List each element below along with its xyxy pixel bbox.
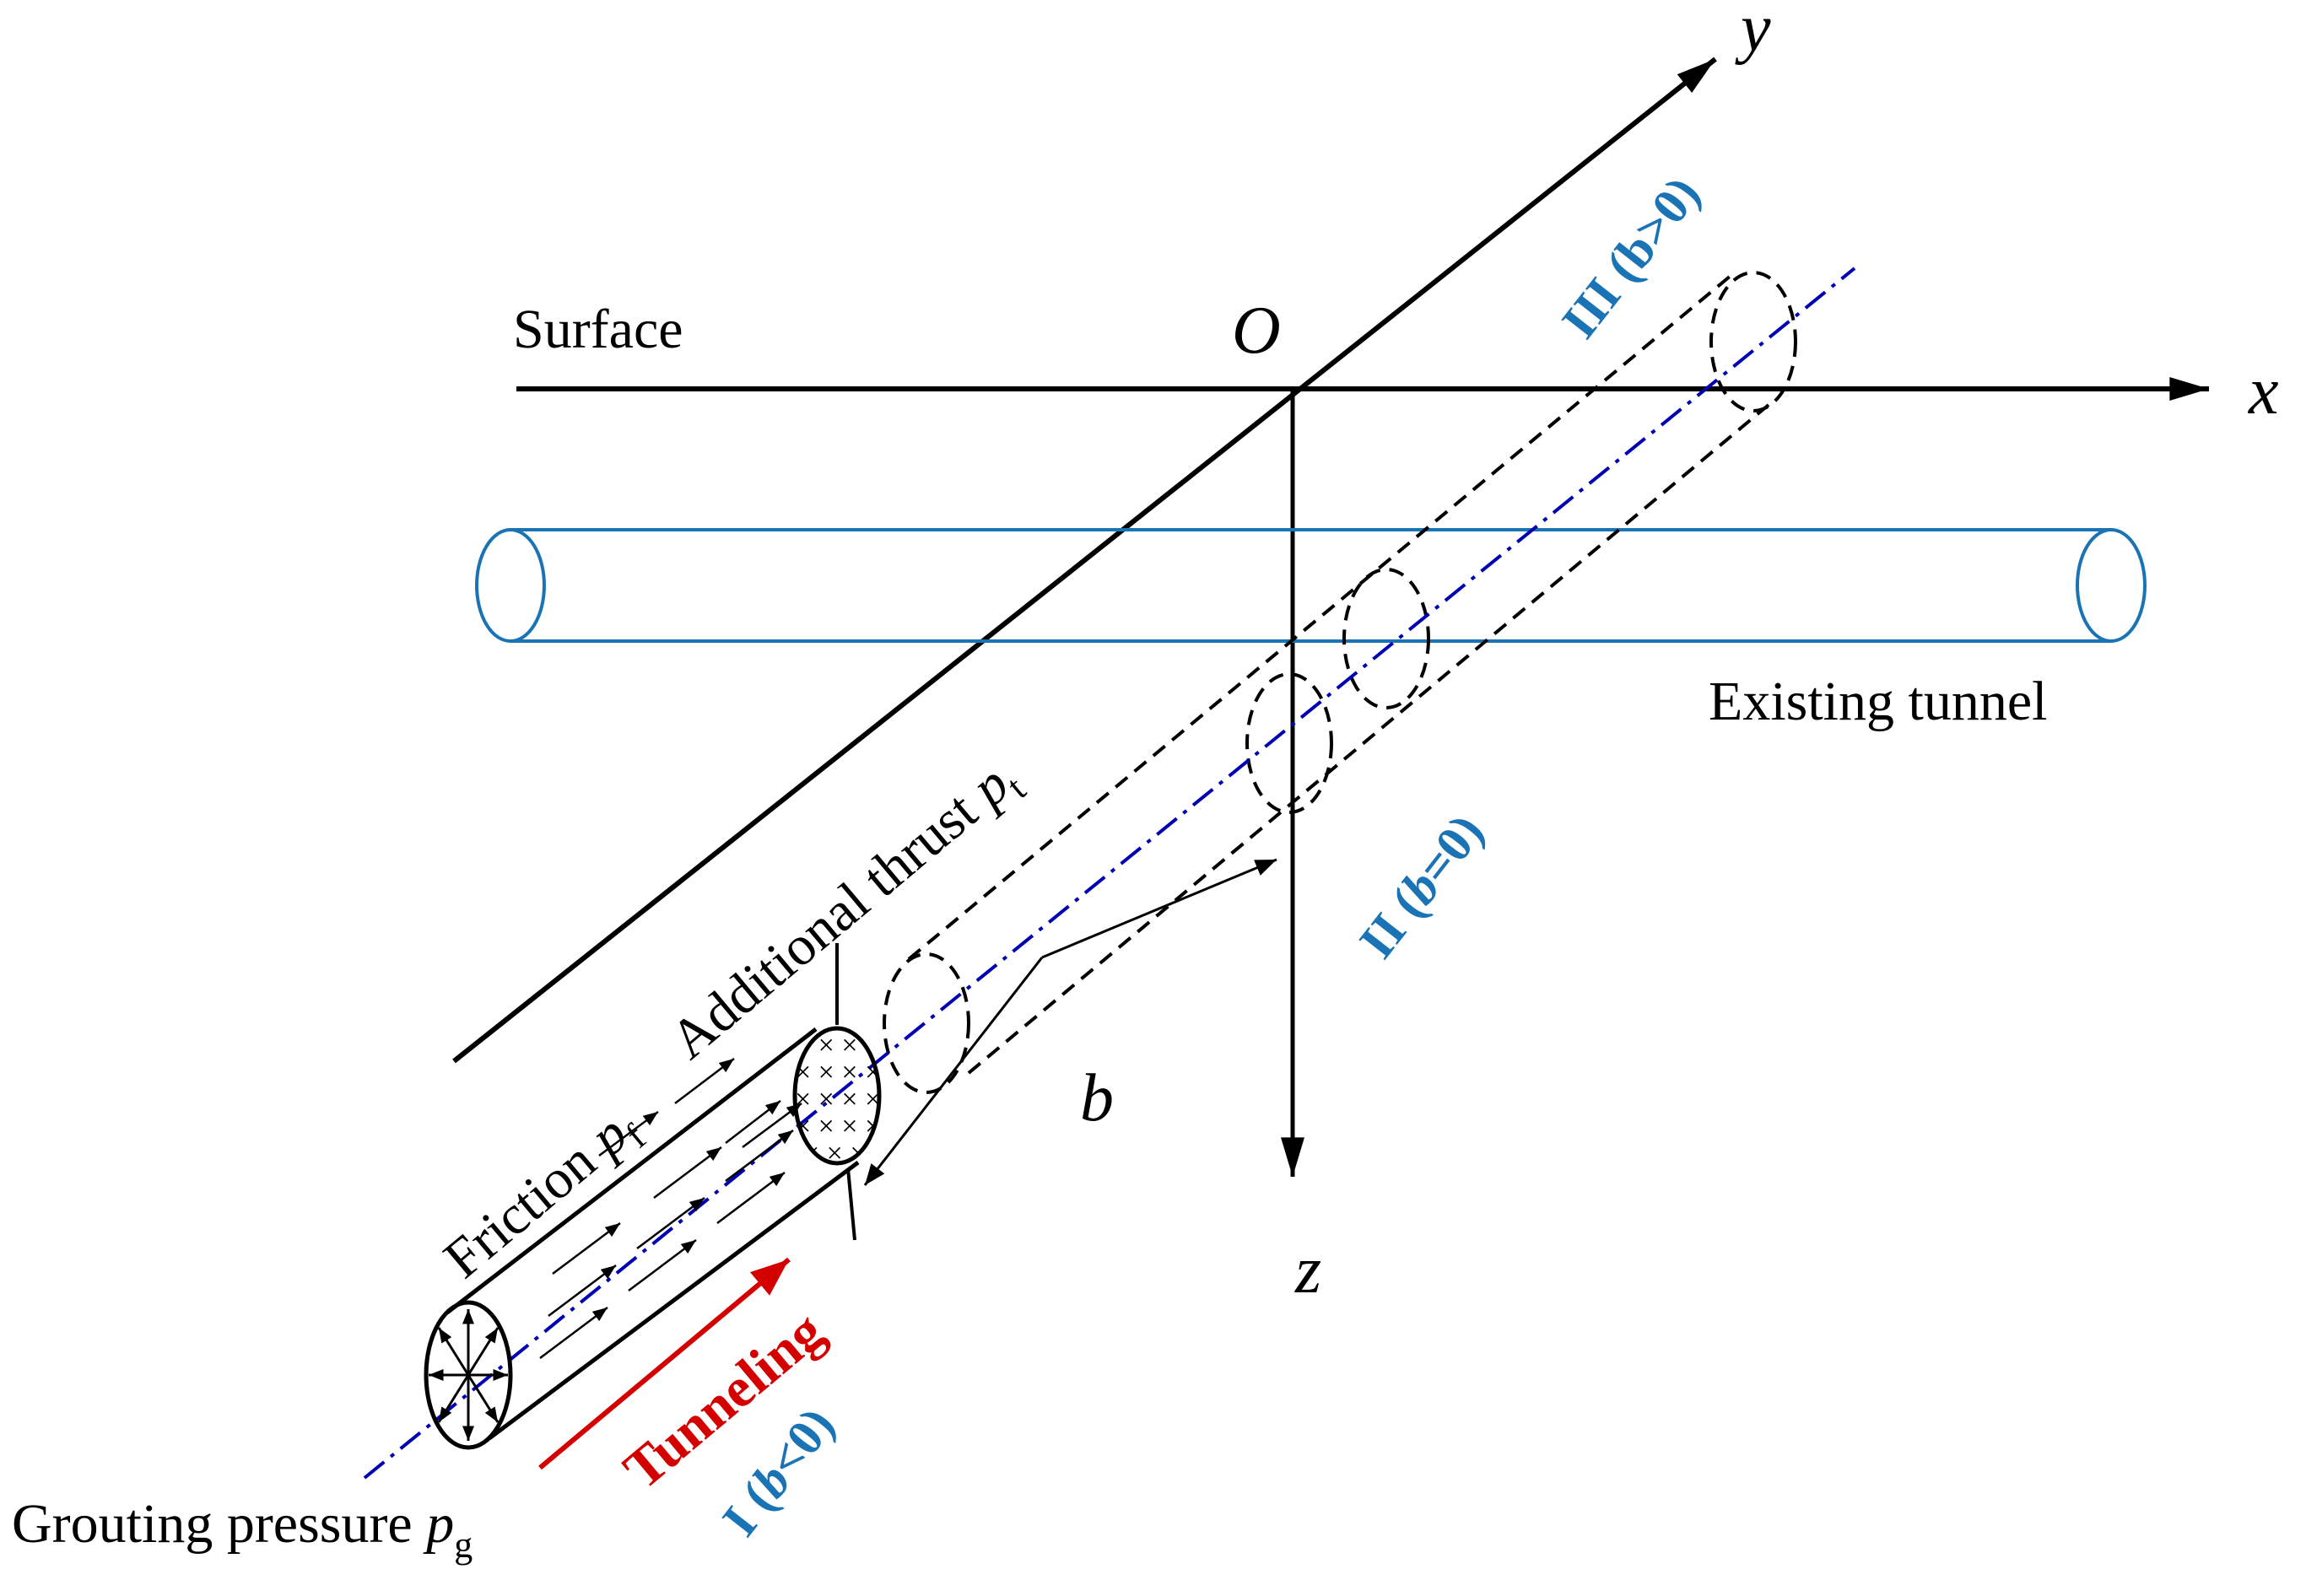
svg-text:× × × ×: × × × × [795,1084,881,1115]
x-axis-label: x [2248,354,2279,429]
friction-arrows [539,1058,802,1359]
origin-label: O [1232,294,1281,368]
zone-2-label: II (b=0) [1348,804,1494,968]
grouting-pressure-label: Grouting pressure pg [12,1493,473,1566]
future-tunnel-dashed [883,270,1797,1094]
svg-text:× × × ×: × × × × [795,1057,881,1088]
z-axis-label: z [1294,1233,1321,1308]
face-tick-line [846,1167,856,1241]
existing-tunnel [475,528,2147,643]
surface-label: Surface [513,299,683,360]
additional-thrust-label: Additional thrust pt [659,747,1034,1076]
tunneling-direction-arrow [538,1257,791,1470]
existing-tunnel-label: Existing tunnel [1709,671,2047,732]
tunnel-centerline [363,267,1856,1480]
friction-label: Friction pf [433,1095,654,1297]
zone-3-label: III (b>0) [1551,166,1710,348]
svg-text:× × × ×: × × × × [795,1111,881,1142]
grouting-pressure-arrows [429,1309,508,1441]
y-axis-line [452,57,1717,1064]
distance-b-label: b [1080,1061,1114,1135]
y-axis-label: y [1735,0,1771,66]
distance-b-arrow [863,858,1277,1186]
new-tunnel-solid [424,1026,882,1450]
